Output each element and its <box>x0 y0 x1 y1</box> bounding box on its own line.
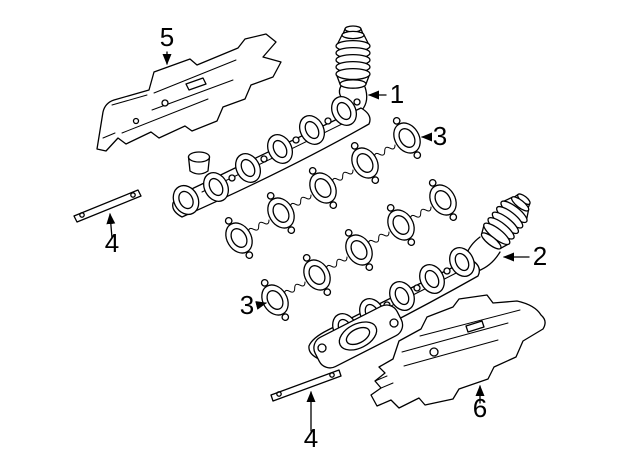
leader-arrow <box>106 213 116 239</box>
manifold-right-bellows-pipe <box>480 193 531 250</box>
callout-4-left[interactable]: 4 <box>105 213 119 258</box>
callout-2[interactable]: 2 <box>503 241 547 271</box>
callout-4-bottom[interactable]: 4 <box>304 391 318 453</box>
callout-3-lower[interactable]: 3 <box>240 290 267 320</box>
gasket <box>336 223 382 277</box>
exhaust-manifold-right <box>308 193 531 369</box>
callout-label: 3 <box>240 290 254 320</box>
support-strip-bottom <box>270 369 342 402</box>
support-strip-left <box>73 189 142 223</box>
gasket <box>258 186 304 240</box>
callout-6[interactable]: 6 <box>473 385 487 423</box>
manifold-left-ports <box>202 96 361 202</box>
callout-label: 6 <box>473 393 487 423</box>
heat-shield-lower <box>370 294 546 409</box>
leader-arrow <box>255 301 267 310</box>
gasket <box>378 198 424 252</box>
gasket <box>294 248 340 302</box>
manifold-right-outlet-flange <box>313 304 404 369</box>
callout-label: 3 <box>433 121 447 151</box>
gasket <box>300 161 346 215</box>
gasket-set-lower <box>252 173 466 327</box>
manifold-left-boss <box>187 151 211 175</box>
callout-label: 5 <box>160 22 174 52</box>
gasket <box>420 173 466 227</box>
manifold-left-end-flange <box>172 184 200 216</box>
callout-5[interactable]: 5 <box>160 22 174 65</box>
callout-3-upper[interactable]: 3 <box>421 121 447 151</box>
exhaust-manifold-left <box>172 25 371 218</box>
gasket <box>252 273 298 327</box>
callout-label: 2 <box>533 241 547 271</box>
gasket <box>216 211 262 265</box>
heat-shield-upper <box>96 33 282 152</box>
callout-label: 4 <box>304 423 318 453</box>
callout-label: 1 <box>390 79 404 109</box>
callout-1[interactable]: 1 <box>368 79 404 109</box>
gasket <box>384 111 430 165</box>
callout-label: 4 <box>105 228 119 258</box>
gasket <box>342 136 388 190</box>
manifold-left-bellows-pipe <box>335 25 371 89</box>
